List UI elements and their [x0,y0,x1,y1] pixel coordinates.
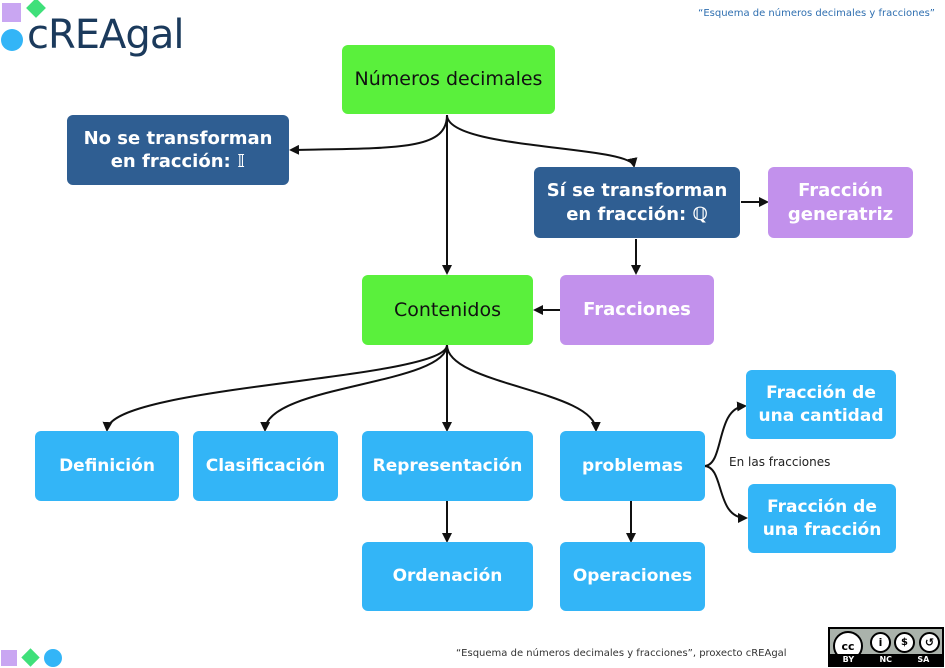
license-label-by: BY [842,655,855,664]
cc-license-labels: BY NC SA [830,654,942,665]
edge-contenidos-problemas [446,344,601,432]
node-clasificacion: Clasificación [193,431,338,501]
edge-contenidos-definicion [102,344,448,432]
noncommercial-icon: $ [894,632,915,653]
node-no-se-transforman: No se transforman en fracción: 𝕀 [67,115,289,185]
node-si-se-transforman: Sí se transforman en fracción: ℚ [534,167,740,238]
node-fraccion-fraccion: Fracción de una fracción [748,484,896,553]
node-definicion: Definición [35,431,179,501]
node-numeros-decimales: Números decimales [342,45,555,114]
page-title: “Esquema de números decimales y fraccion… [698,8,935,19]
edge-label-en-las-fracciones: En las fracciones [729,455,831,469]
cc-license-badge: cc i $ ↺ BY NC SA [828,627,944,667]
edge-problemas-fraccion [703,465,748,523]
edge-decimales-no [289,114,448,155]
edge-decimales-si [446,114,638,168]
footer-circle-blue-icon [44,649,62,667]
node-fraccion-cantidad: Fracción de una cantidad [746,370,896,439]
logo-circle-blue-icon [1,29,23,51]
node-representacion: Representación [362,431,533,501]
license-label-nc: NC [879,655,893,664]
node-contenidos: Contenidos [362,275,533,345]
node-ordenacion: Ordenación [362,542,533,611]
node-fraccion-generatriz: Fracción generatriz [768,167,913,238]
node-operaciones: Operaciones [560,542,705,611]
node-problemas: problemas [560,431,705,501]
license-label-sa: SA [917,655,930,664]
edge-problemas-cantidad [703,401,747,467]
footer-square-purple-icon [1,650,17,666]
footer-credit: “Esquema de números decimales y fraccion… [456,648,787,659]
node-fracciones: Fracciones [560,275,714,345]
logo-text: cREAgal [27,12,184,58]
edge-contenidos-clasificacion [260,344,448,432]
logo-square-purple-icon [2,3,21,22]
attribution-icon: i [870,632,891,653]
sharealike-icon: ↺ [919,632,940,653]
